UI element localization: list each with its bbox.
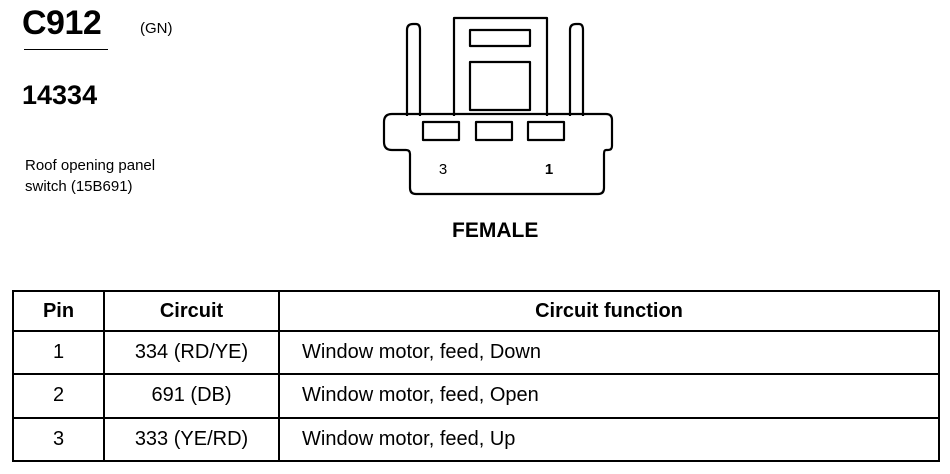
terminal-cavity [474, 120, 514, 142]
cell-pin: 2 [12, 373, 105, 419]
cell-circuit: 334 (RD/YE) [103, 329, 280, 376]
header-pin: Pin [12, 290, 105, 332]
cell-pin: 1 [12, 329, 105, 376]
terminal-cavity [421, 120, 461, 142]
pin-label-right: 1 [545, 161, 553, 178]
pin-label-left: 3 [439, 161, 447, 178]
connector-id-underline [24, 49, 108, 50]
connector-face-drawing: 3 1 [382, 16, 614, 196]
header-circuit: Circuit [103, 290, 280, 332]
cell-pin: 3 [12, 416, 105, 463]
cell-circuit: 333 (YE/RD) [103, 416, 280, 463]
terminal-cavity [526, 120, 566, 142]
cell-function: Window motor, feed, Open [278, 373, 940, 419]
table-row: 3 333 (YE/RD) Window motor, feed, Up [12, 416, 940, 463]
right-lock-arm [568, 22, 585, 116]
description-line: switch (15B691) [25, 178, 133, 195]
part-number: 14334 [22, 80, 98, 110]
latch-tab [468, 60, 532, 112]
cell-circuit: 691 (DB) [103, 373, 280, 419]
connector-description: Roof opening panel switch (15B691) [25, 155, 155, 197]
pin-table: Pin Circuit Circuit function 1 334 (RD/Y… [12, 290, 940, 463]
connector-id: C912 [22, 4, 102, 42]
table-header-row: Pin Circuit Circuit function [12, 290, 940, 332]
gender-label: FEMALE [452, 219, 539, 242]
description-line: Roof opening panel [25, 157, 156, 174]
left-lock-arm [405, 22, 422, 116]
cell-function: Window motor, feed, Up [278, 416, 940, 463]
table-row: 1 334 (RD/YE) Window motor, feed, Down [12, 329, 940, 376]
latch-housing [452, 16, 549, 116]
latch-top-bar [468, 28, 532, 48]
header-function: Circuit function [278, 290, 940, 332]
connector-color: (GN) [140, 20, 173, 37]
cell-function: Window motor, feed, Down [278, 329, 940, 376]
table-row: 2 691 (DB) Window motor, feed, Open [12, 373, 940, 419]
connector-body [382, 112, 614, 196]
